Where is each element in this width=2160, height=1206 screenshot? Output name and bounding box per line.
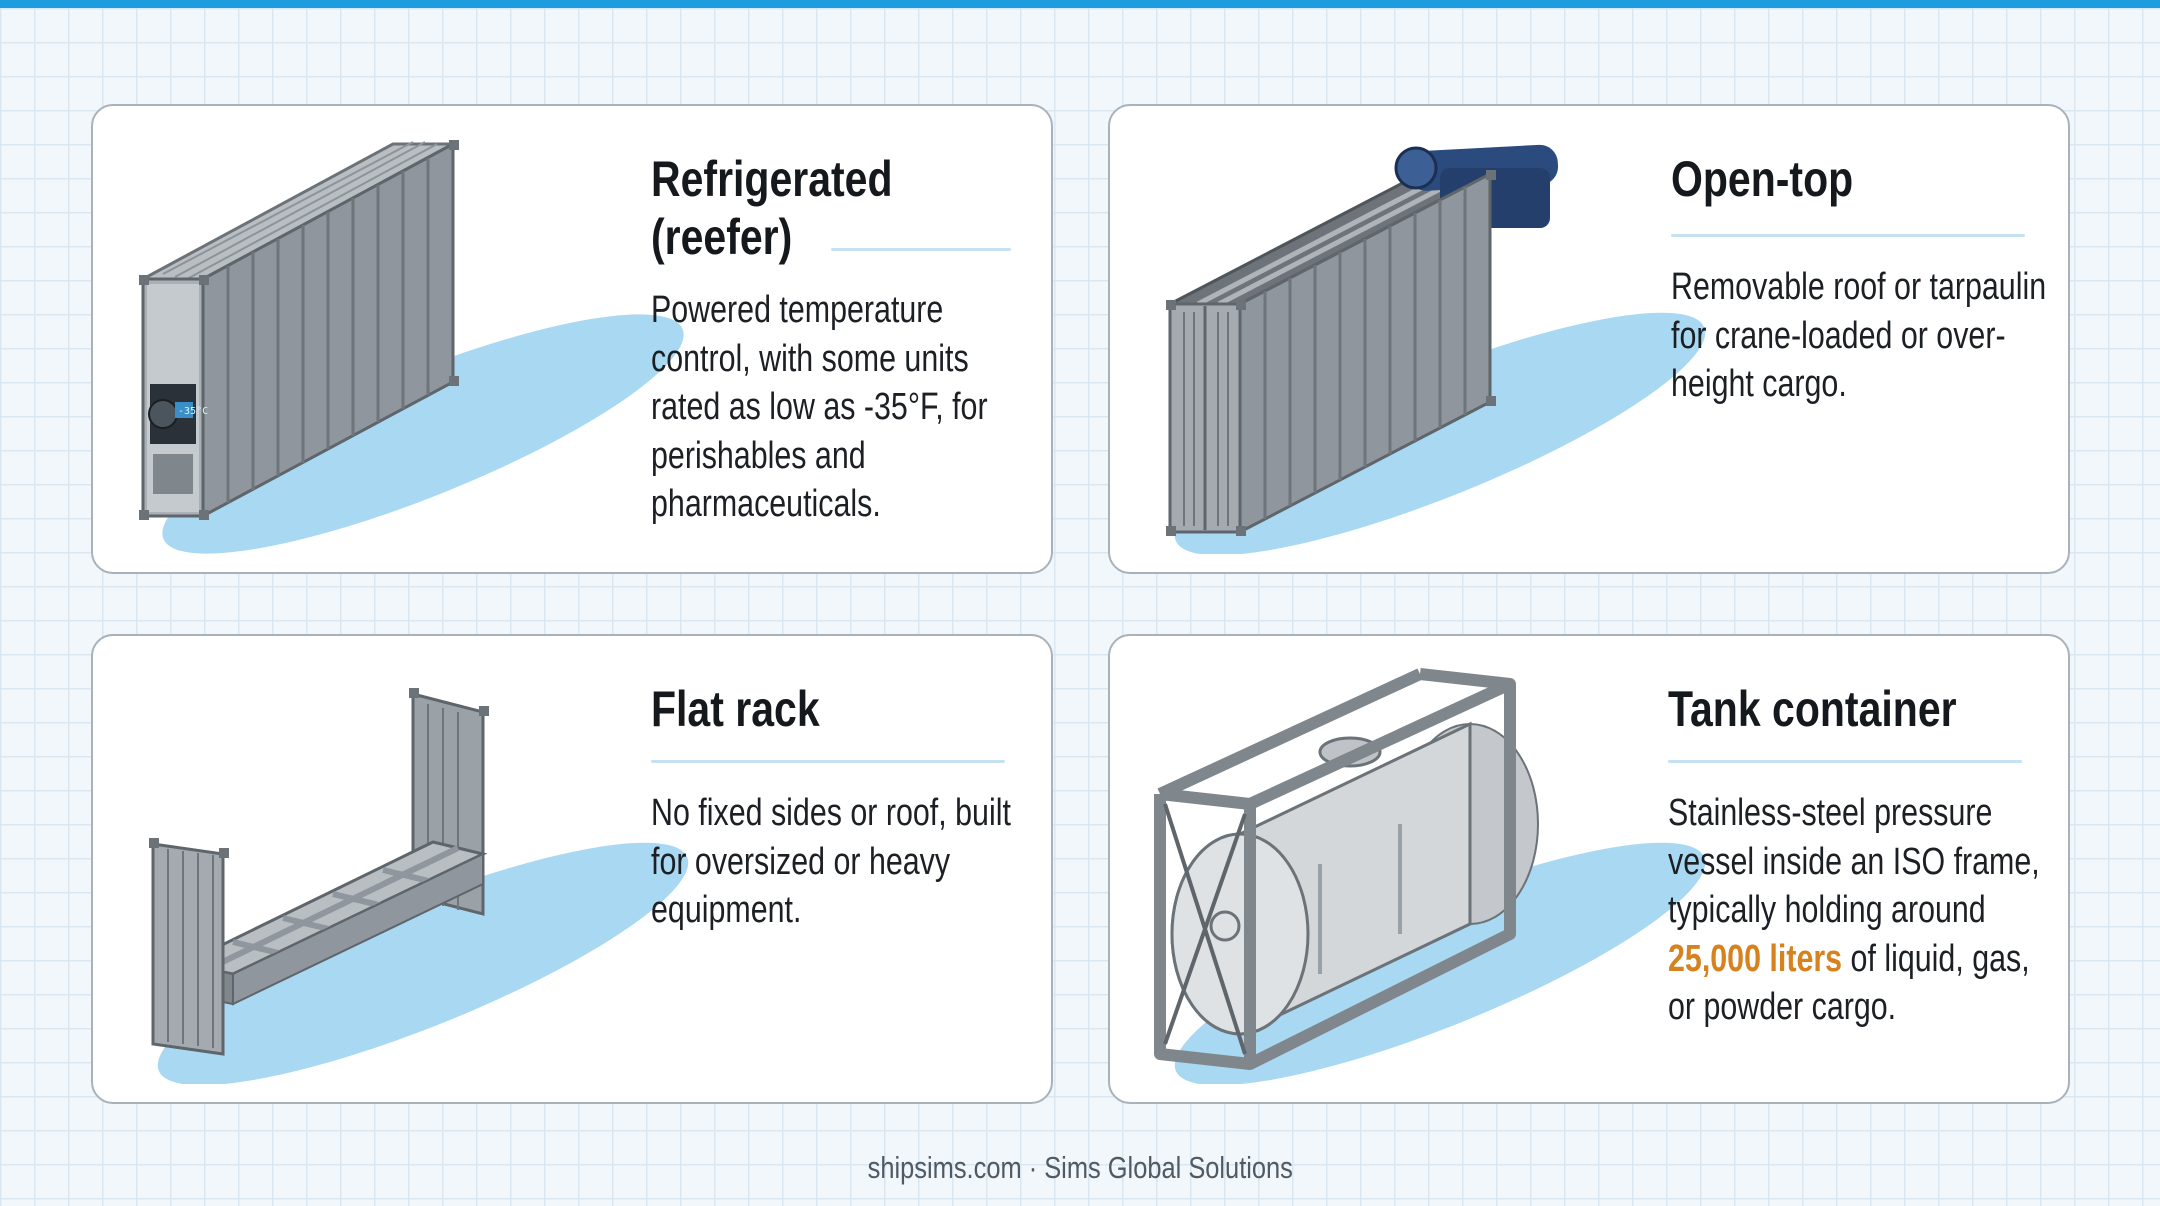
card-title: Tank container <box>1668 681 1957 737</box>
reefer-container-illustration: -35°C <box>139 140 684 554</box>
title-divider <box>651 760 1005 763</box>
card-refrigerated: -35°C Refrigerated (reefer) Powered temp… <box>91 104 1053 574</box>
card-title: Flat rack <box>651 681 820 737</box>
card-description: Stainless-steel pressure vessel inside a… <box>1668 789 2044 1032</box>
reefer-display: -35°C <box>178 406 208 417</box>
title-line-2: (reefer) <box>651 209 793 265</box>
card-description: Removable roof or tarpaulin for crane-lo… <box>1671 266 2047 405</box>
title-divider <box>1671 234 2025 237</box>
card-description: No fixed sides or roof, built for oversi… <box>651 792 1011 931</box>
title-line-1: Refrigerated <box>651 151 893 207</box>
title-divider <box>831 248 1011 251</box>
description-text: of liquid, gas, or powder cargo. <box>1668 937 2030 1029</box>
card-title: Refrigerated (reefer) <box>651 150 1028 266</box>
card-tank-container: Tank container Stainless-steel pressure … <box>1108 634 2070 1104</box>
description-text: Stainless-steel pressure vessel inside a… <box>1668 792 2040 931</box>
tank-container-illustration <box>1154 668 1706 1084</box>
capacity-highlight: 25,000 liters <box>1668 937 1843 980</box>
title-divider <box>1668 760 2022 763</box>
footer-text: shipsims.com · Sims Global Solutions <box>867 1150 1293 1185</box>
flat-rack-container-illustration <box>149 688 689 1084</box>
card-open-top: Open-top Removable roof or tarpaulin for… <box>1108 104 2070 574</box>
open-top-container-illustration <box>1166 144 1706 554</box>
footer-credit: shipsims.com · Sims Global Solutions <box>0 1150 2160 1186</box>
card-title: Open-top <box>1671 151 1854 207</box>
card-flat-rack: Flat rack No fixed sides or roof, built … <box>91 634 1053 1104</box>
card-description: Powered temperature control, with some u… <box>651 289 988 525</box>
top-accent-bar <box>0 0 2160 8</box>
